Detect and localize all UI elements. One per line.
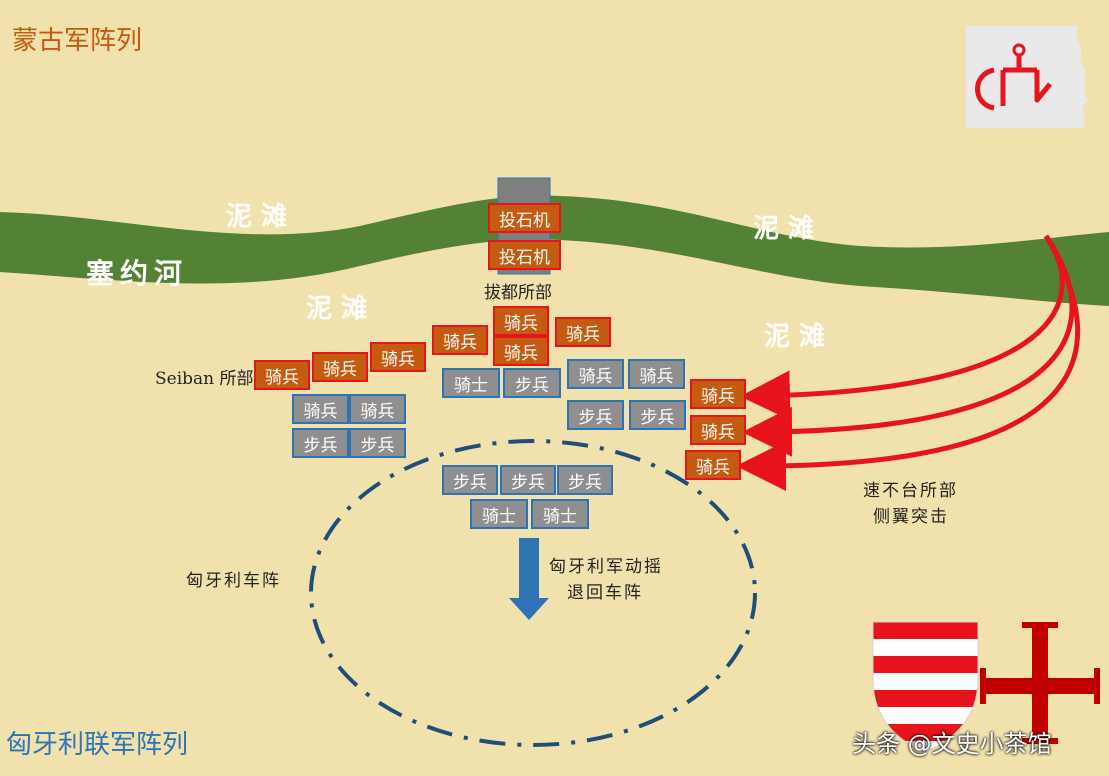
- mongol-cavalry-unit: 骑兵: [690, 415, 746, 445]
- hungary-knight-unit: 骑士: [470, 499, 528, 529]
- hungary-infantry-unit: 步兵: [500, 465, 556, 495]
- mongol-cavalry-unit: 骑兵: [690, 379, 746, 409]
- mongol-cavalry-unit: 骑兵: [493, 336, 549, 366]
- hungary-order-title: 匈牙利联军阵列: [6, 730, 189, 760]
- hungary-knight-unit: 骑士: [442, 368, 500, 398]
- mongol-cavalry-unit: 骑兵: [555, 317, 611, 347]
- batu-label: 拔都所部: [484, 283, 552, 303]
- templar-cross-icon: [980, 622, 1100, 744]
- seiban-label: Seiban 所部: [155, 369, 254, 389]
- mongol-cavalry-unit: 骑兵: [312, 352, 368, 382]
- mongol-cavalry-unit: 骑兵: [685, 450, 741, 480]
- retreat-label-2: 退回车阵: [567, 583, 643, 603]
- mongol-cavalry-unit: 骑兵: [493, 306, 549, 336]
- subutai-label-1: 速不台所部: [863, 481, 958, 501]
- wagon-fort-ring: [309, 439, 757, 747]
- hungary-cavalry-unit: 骑兵: [628, 359, 685, 389]
- mud-label: 泥 滩: [306, 294, 368, 324]
- hungary-infantry-unit: 步兵: [503, 368, 561, 398]
- sajo-river: [0, 195, 1109, 306]
- watermark: 头条 @文史小茶馆: [852, 730, 1052, 758]
- hungary-knight-unit: 骑士: [531, 499, 589, 529]
- hungary-infantry-unit: 步兵: [557, 465, 613, 495]
- mud-label: 泥 滩: [764, 322, 826, 352]
- hungary-infantry-unit: 步兵: [292, 428, 349, 458]
- hungary-infantry-unit: 步兵: [629, 400, 686, 430]
- catapult-unit: 投石机: [488, 240, 561, 270]
- hungary-infantry-unit: 步兵: [567, 400, 624, 430]
- retreat-label-1: 匈牙利军动摇: [549, 557, 663, 577]
- hungary-cavalry-unit: 骑兵: [349, 394, 406, 424]
- mongol-order-title: 蒙古军阵列: [12, 26, 143, 56]
- subutai-label-2: 侧翼突击: [873, 507, 949, 527]
- hungary-infantry-unit: 步兵: [349, 428, 406, 458]
- catapult-unit: 投石机: [488, 203, 561, 233]
- retreat-arrow-icon: [509, 538, 549, 620]
- hungary-cavalry-unit: 骑兵: [292, 394, 349, 424]
- mud-label: 泥 滩: [753, 214, 815, 244]
- flank-arrow-icon: [736, 234, 1081, 491]
- mud-label: 泥 滩: [226, 202, 288, 232]
- mongol-cavalry-unit: 骑兵: [254, 360, 310, 390]
- mongol-tamga-icon: [966, 26, 1088, 128]
- mongol-cavalry-unit: 骑兵: [370, 342, 426, 372]
- wagon-fort-label: 匈牙利车阵: [186, 571, 281, 591]
- river-label: 塞约河: [86, 257, 189, 290]
- mongol-cavalry-unit: 骑兵: [432, 325, 488, 355]
- hungary-cavalry-unit: 骑兵: [567, 359, 624, 389]
- hungary-infantry-unit: 步兵: [442, 465, 498, 495]
